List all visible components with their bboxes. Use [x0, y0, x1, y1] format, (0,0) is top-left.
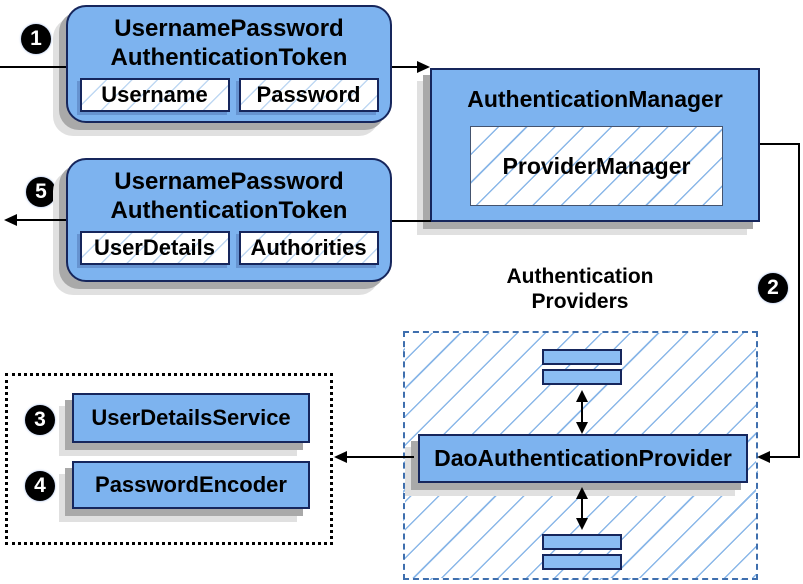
- step-3-badge: 3: [25, 405, 55, 435]
- arrowhead-right-icon: [417, 61, 430, 73]
- authentication-providers-label-line2: Providers: [531, 290, 629, 313]
- request-token-title: UsernamePassword AuthenticationToken: [68, 14, 390, 72]
- password-encoder-box: PasswordEncoder: [72, 461, 310, 509]
- step-5-badge: 5: [26, 177, 56, 207]
- request-token-title-line1: UsernamePassword: [114, 15, 344, 42]
- provider-manager-box: ProviderManager: [470, 126, 723, 206]
- provider-slot-bar: [542, 534, 622, 550]
- request-token-title-line2: AuthenticationToken: [110, 44, 348, 71]
- provider-slot-bar: [542, 349, 622, 365]
- username-field-box: Username: [79, 78, 230, 112]
- result-token-fields: UserDetails Authorities: [68, 231, 390, 265]
- dao-authentication-provider-box: DaoAuthenticationProvider: [418, 434, 748, 483]
- authentication-manager-title: AuthenticationManager: [467, 86, 723, 112]
- arrowhead-left-icon: [334, 451, 347, 463]
- step-2-badge: 2: [758, 273, 788, 303]
- authentication-providers-label-line1: Authentication: [506, 265, 654, 288]
- arrowhead-left-icon: [4, 214, 17, 226]
- result-token-title-line1: UsernamePassword: [114, 168, 344, 195]
- dao-dependencies-area: [5, 373, 333, 545]
- authentication-manager-box: AuthenticationManager ProviderManager: [430, 68, 760, 222]
- request-token-fields: Username Password: [68, 78, 390, 112]
- user-details-service-box: UserDetailsService: [72, 393, 310, 443]
- result-token-box: UsernamePassword AuthenticationToken Use…: [66, 158, 392, 282]
- result-token-title: UsernamePassword AuthenticationToken: [68, 167, 390, 225]
- result-token-title-line2: AuthenticationToken: [110, 197, 348, 224]
- authorities-field-box: Authorities: [238, 231, 379, 265]
- provider-slot-bar: [542, 554, 622, 570]
- provider-slot-bar: [542, 369, 622, 385]
- request-token-box: UsernamePassword AuthenticationToken Use…: [66, 5, 392, 123]
- password-field-box: Password: [238, 78, 379, 112]
- arrowhead-left-icon: [757, 451, 770, 463]
- authentication-providers-label: Authentication Providers: [455, 264, 705, 314]
- userdetails-field-box: UserDetails: [79, 231, 230, 265]
- step-4-badge: 4: [25, 471, 55, 501]
- step-1-badge: 1: [21, 24, 51, 54]
